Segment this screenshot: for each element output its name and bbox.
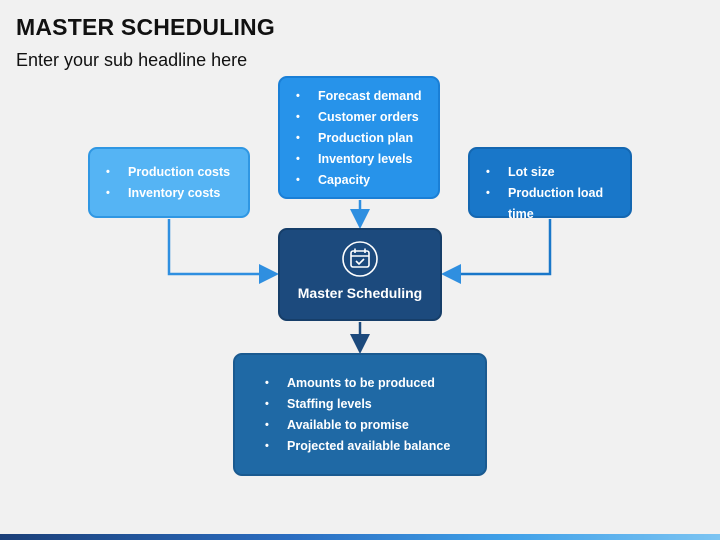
list-item: Production plan [296,128,438,149]
arrow-lot-to-master [441,219,552,284]
list-item: Forecast demand [296,86,438,107]
calendar-check-icon [342,241,378,277]
list-item: Inventory levels [296,149,438,170]
costs-list: Production costs Inventory costs [90,149,248,204]
list-item: Amounts to be produced [265,373,485,394]
lot-box: Lot size Production load time [468,147,632,221]
list-item: Capacity [296,170,438,191]
page-title: MASTER SCHEDULING [16,14,275,40]
list-item: Available to promise [265,415,485,436]
list-item: Customer orders [296,107,438,128]
list-item: Inventory costs [106,183,248,204]
page-subtitle: Enter your sub headline here [16,50,248,70]
forecast-list: Forecast demand Customer orders Producti… [280,78,438,191]
lot-list: Lot size Production load time [470,149,630,225]
list-item: Lot size [486,162,630,183]
forecast-box: Forecast demand Customer orders Producti… [278,76,440,199]
output-box: Amounts to be produced Staffing levels A… [233,353,487,476]
arrow-costs-to-master [167,219,279,284]
master-scheduling-box: Master Scheduling [278,228,442,321]
bottom-accent-bar [0,534,720,540]
list-item: Projected available balance [265,436,485,457]
list-item: Staffing levels [265,394,485,415]
costs-box: Production costs Inventory costs [88,147,250,218]
output-list: Amounts to be produced Staffing levels A… [235,355,485,457]
master-scheduling-label: Master Scheduling [297,285,423,301]
list-item: Production costs [106,162,248,183]
list-item: Production load time [486,183,630,225]
